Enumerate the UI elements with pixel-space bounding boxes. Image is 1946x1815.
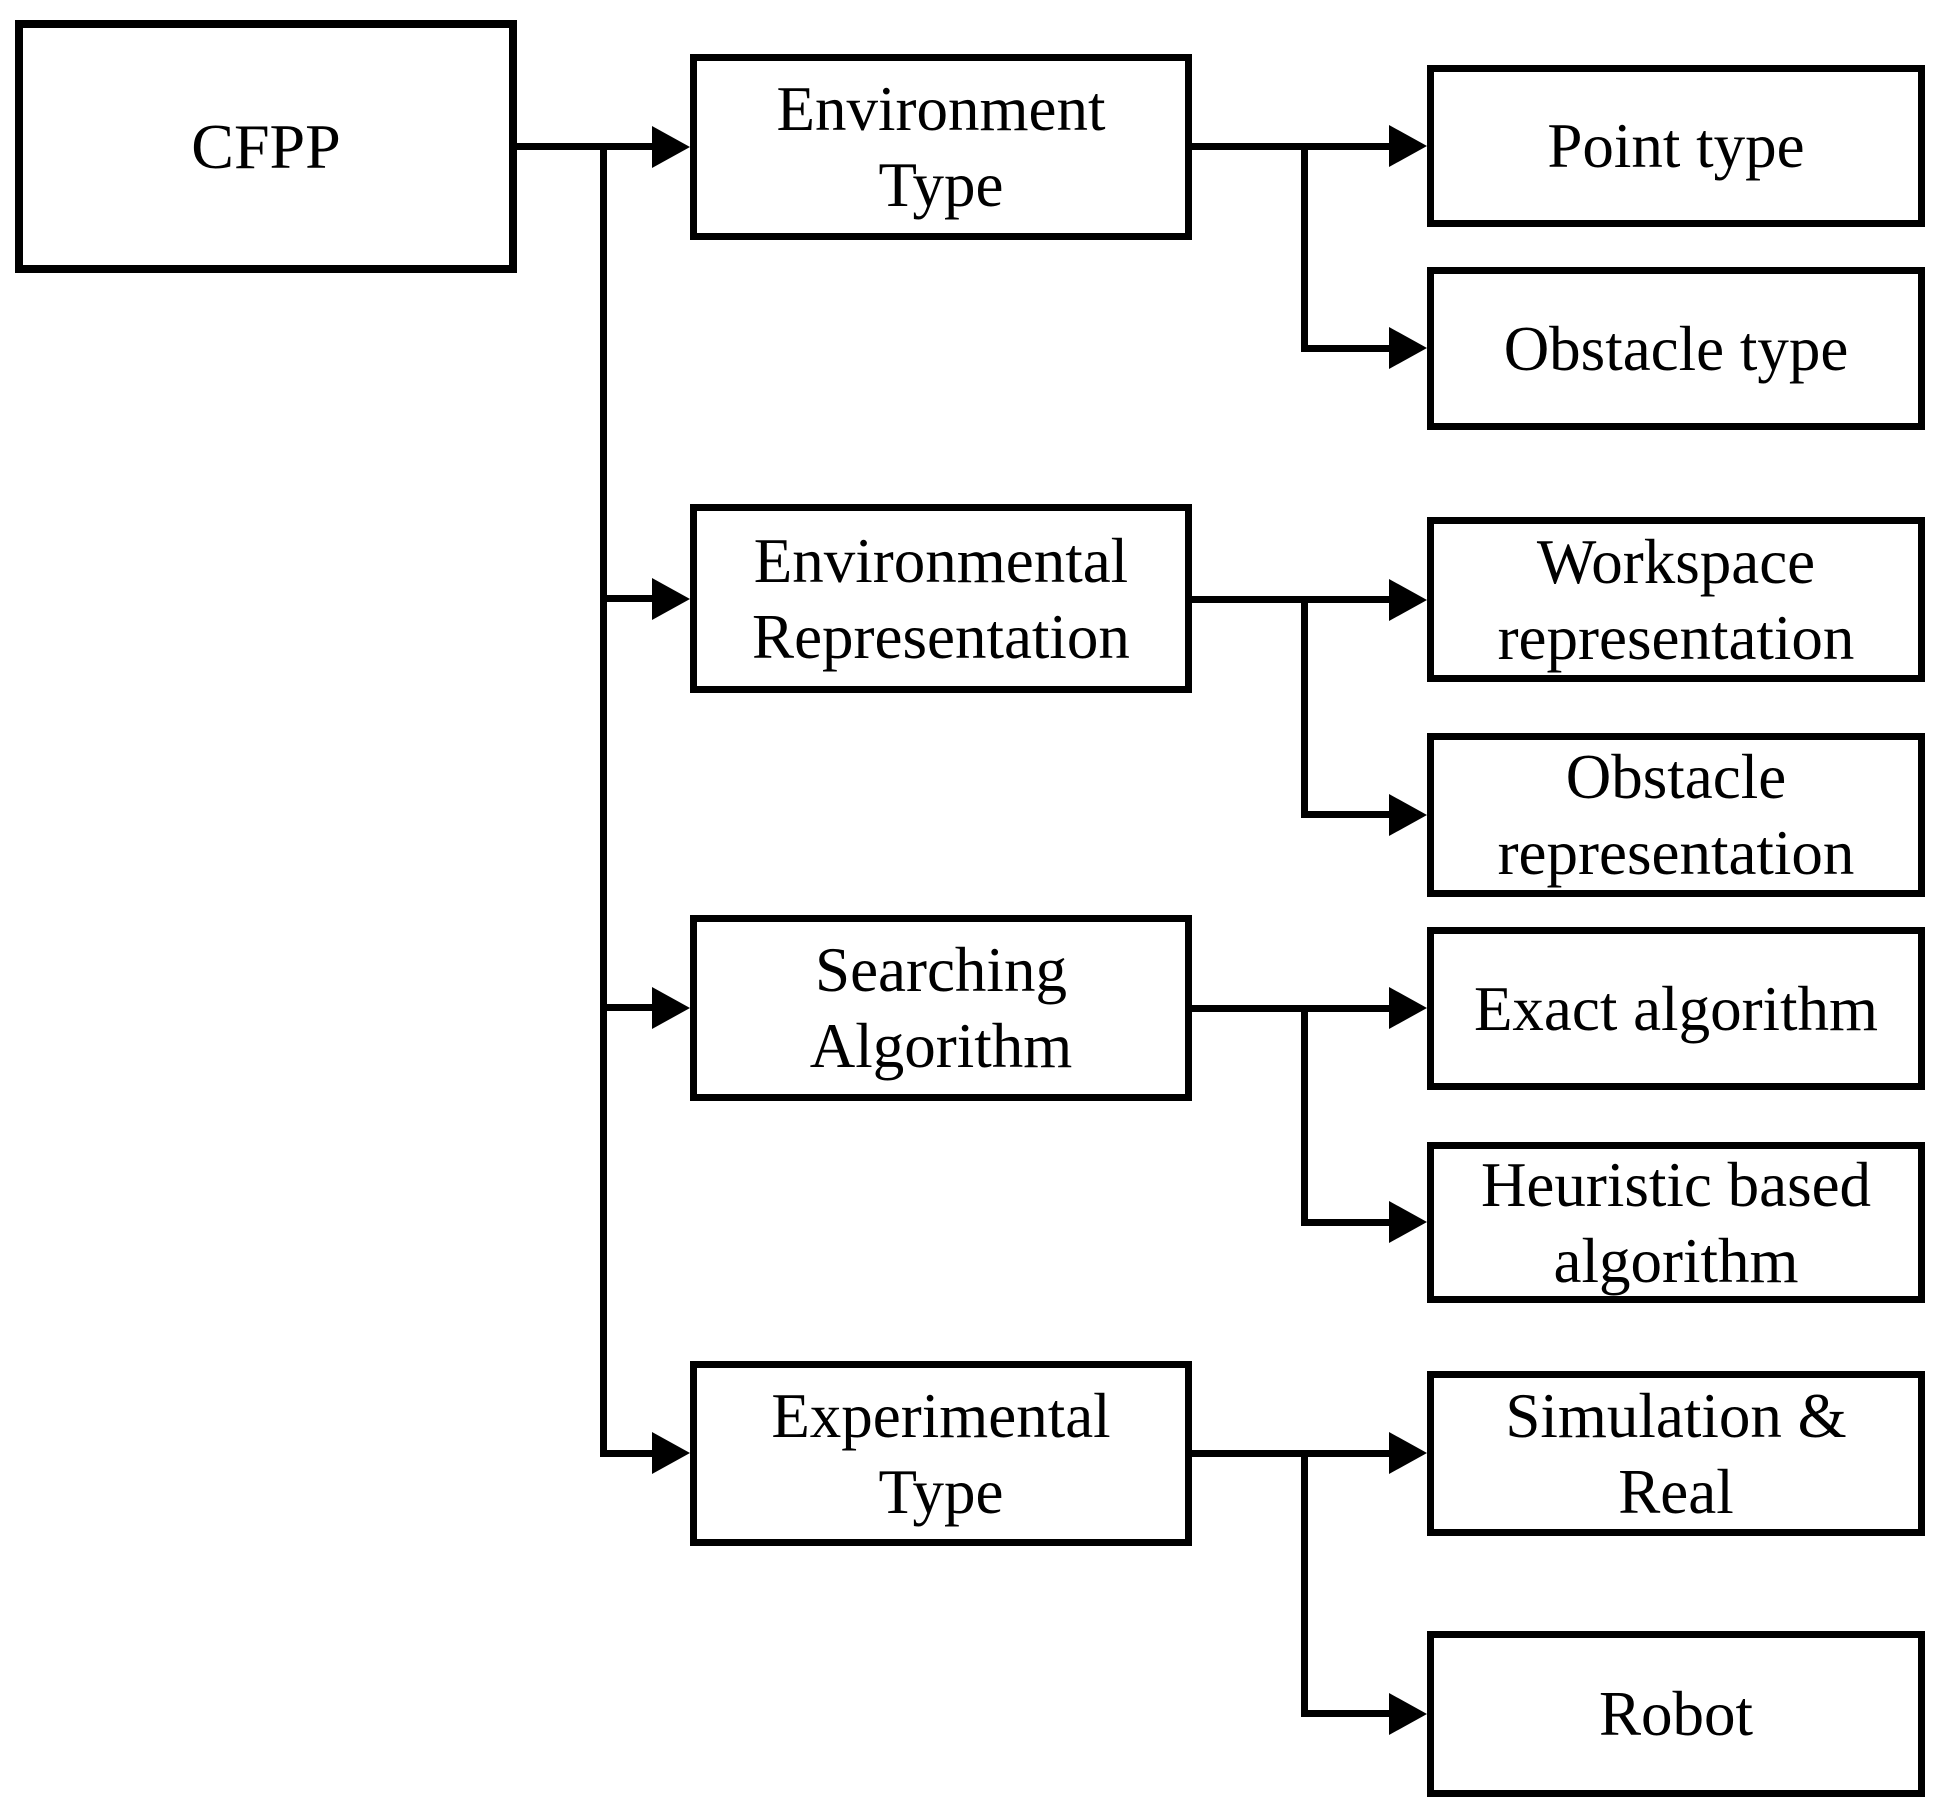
arrowhead-workspace-representation-icon <box>1389 579 1427 621</box>
connector-environment-type-stem <box>1192 143 1393 150</box>
connector-branch-obstacle-representation <box>1301 811 1393 818</box>
connector-branch-experimental-type <box>600 1450 656 1457</box>
arrowhead-point-type-icon <box>1389 125 1427 167</box>
node-environment-type-label: Environment Type <box>776 74 1106 220</box>
connector-searching-algorithm-trunk <box>1301 1005 1308 1226</box>
node-exact-algorithm-label: Exact algorithm <box>1473 973 1879 1044</box>
node-heuristic-based-algorithm: Heuristic based algorithm <box>1427 1142 1925 1303</box>
node-workspace-representation-label: Workspace representation <box>1497 526 1855 673</box>
node-obstacle-type-label: Obstacle type <box>1503 313 1849 384</box>
node-robot: Robot <box>1427 1631 1925 1797</box>
connector-environmental-representation-trunk <box>1301 596 1308 818</box>
connector-environmental-representation-stem <box>1192 596 1393 603</box>
node-simulation-and-real-label: Simulation & Real <box>1505 1380 1847 1527</box>
node-obstacle-representation: Obstacle representation <box>1427 733 1925 897</box>
connector-branch-obstacle-type <box>1301 345 1393 352</box>
connector-cfpp-out <box>517 143 656 150</box>
connector-branch-robot <box>1301 1710 1393 1717</box>
node-environmental-representation: Environmental Representation <box>690 504 1192 693</box>
arrowhead-obstacle-type-icon <box>1389 327 1427 369</box>
arrowhead-environment-type-icon <box>652 126 690 168</box>
connector-searching-algorithm-stem <box>1192 1005 1393 1012</box>
node-experimental-type-label: Experimental Type <box>771 1380 1111 1527</box>
arrowhead-searching-algorithm-icon <box>652 987 690 1029</box>
arrowhead-heuristic-based-algorithm-icon <box>1389 1201 1427 1243</box>
connector-main-trunk <box>600 143 607 1457</box>
connector-experimental-type-stem <box>1192 1450 1393 1457</box>
connector-branch-heuristic-based-algorithm <box>1301 1219 1393 1226</box>
node-point-type: Point type <box>1427 65 1925 227</box>
node-searching-algorithm: Searching Algorithm <box>690 915 1192 1101</box>
arrowhead-obstacle-representation-icon <box>1389 794 1427 836</box>
arrowhead-environmental-representation-icon <box>652 578 690 620</box>
node-obstacle-representation-label: Obstacle representation <box>1497 742 1855 888</box>
node-exact-algorithm: Exact algorithm <box>1427 927 1925 1090</box>
node-environmental-representation-label: Environmental Representation <box>752 525 1130 672</box>
connector-branch-environmental-representation <box>600 595 656 602</box>
node-point-type-label: Point type <box>1547 111 1805 181</box>
arrowhead-experimental-type-icon <box>652 1432 690 1474</box>
node-environment-type: Environment Type <box>690 54 1192 240</box>
node-obstacle-type: Obstacle type <box>1427 267 1925 430</box>
node-simulation-and-real: Simulation & Real <box>1427 1371 1925 1536</box>
arrowhead-robot-icon <box>1389 1693 1427 1735</box>
arrowhead-exact-algorithm-icon <box>1389 987 1427 1029</box>
connector-branch-searching-algorithm <box>600 1004 656 1011</box>
node-heuristic-based-algorithm-label: Heuristic based algorithm <box>1480 1149 1872 1296</box>
node-workspace-representation: Workspace representation <box>1427 517 1925 682</box>
node-experimental-type: Experimental Type <box>690 1361 1192 1546</box>
node-cfpp-label: CFPP <box>191 110 341 182</box>
node-cfpp: CFPP <box>15 20 517 273</box>
connector-environment-type-trunk <box>1301 143 1308 352</box>
node-robot-label: Robot <box>1598 1679 1754 1749</box>
node-searching-algorithm-label: Searching Algorithm <box>809 935 1073 1081</box>
arrowhead-simulation-and-real-icon <box>1389 1432 1427 1474</box>
connector-experimental-type-trunk <box>1301 1450 1308 1717</box>
